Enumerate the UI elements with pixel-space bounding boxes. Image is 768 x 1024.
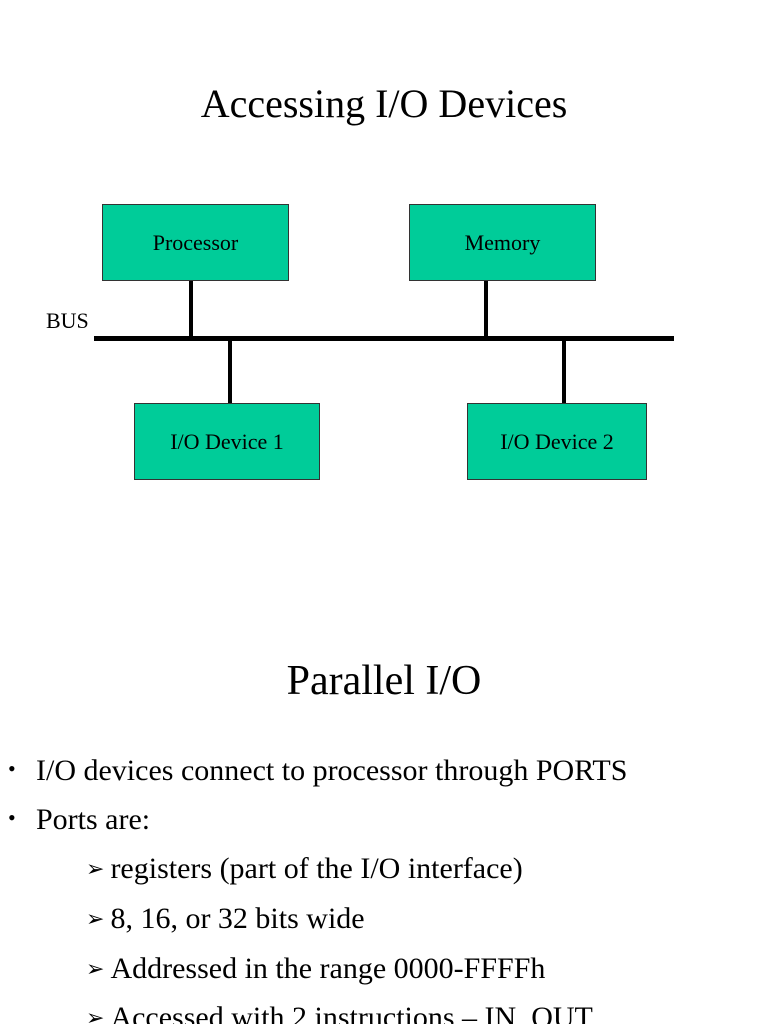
slide-title-accessing-io: Accessing I/O Devices <box>200 81 568 126</box>
arrow-bullet-icon: ➢ <box>86 856 105 881</box>
processor-label: Processor <box>152 229 239 255</box>
io-device-1-connector <box>228 341 232 404</box>
bus-label: BUS <box>46 308 89 333</box>
sub-bullet-item: ➢registers (part of the I/O interface) <box>86 854 523 884</box>
io-device-2-connector <box>562 341 566 404</box>
bullet-dot: • <box>8 805 16 830</box>
processor-connector <box>189 281 193 338</box>
processor-box: Processor <box>102 204 289 281</box>
bus-line <box>94 336 674 341</box>
io-device-2-label: I/O Device 2 <box>500 428 614 454</box>
sub-bullet-item: ➢8, 16, or 32 bits wide <box>86 904 365 934</box>
memory-label: Memory <box>464 229 541 255</box>
arrow-bullet-icon: ➢ <box>86 906 105 931</box>
memory-box: Memory <box>409 204 596 281</box>
io-device-2-box: I/O Device 2 <box>467 403 647 480</box>
memory-connector <box>484 281 488 338</box>
sub-bullet-item: ➢ Accessed with 2 instructions – IN, OUT <box>86 1003 593 1024</box>
bullet-text: Ports are: <box>36 803 151 836</box>
sub-bullet-text: Accessed with 2 instructions – IN, OUT <box>110 1001 593 1024</box>
bus-diagram: Processor Memory BUS I/O Device 1 I/O De… <box>0 190 768 490</box>
io-device-1-box: I/O Device 1 <box>134 403 320 480</box>
sub-bullet-text: registers (part of the I/O interface) <box>110 852 523 885</box>
io-device-1-label: I/O Device 1 <box>170 428 284 454</box>
arrow-bullet-icon: ➢ <box>86 956 105 981</box>
sub-bullet-item: ➢Addressed in the range 0000-FFFFh <box>86 954 545 984</box>
bullet-text: I/O devices connect to processor through… <box>36 754 628 787</box>
sub-bullet-text: Addressed in the range 0000-FFFFh <box>110 952 546 985</box>
slide-title-parallel-io: Parallel I/O <box>286 658 482 704</box>
arrow-bullet-icon: ➢ <box>86 1005 105 1024</box>
bullet-dot: • <box>8 756 16 781</box>
sub-bullet-text: 8, 16, or 32 bits wide <box>110 902 365 935</box>
